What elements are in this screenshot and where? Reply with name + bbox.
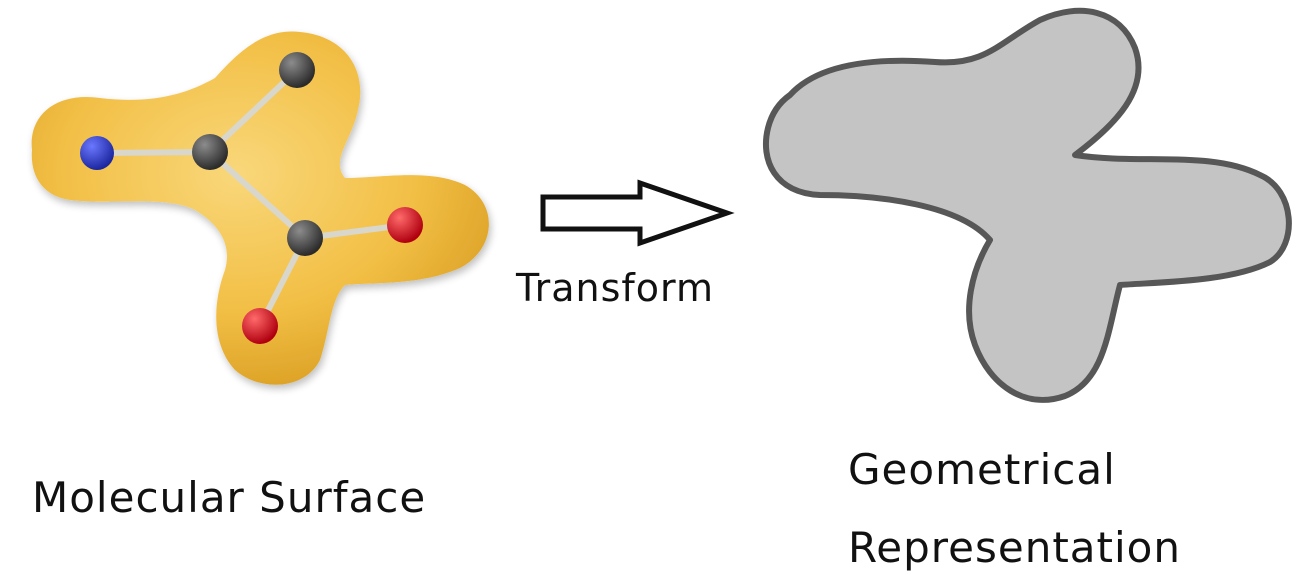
- atom-oxygen-1: [387, 207, 423, 243]
- geometrical-caption-line1: Geometrical: [848, 445, 1116, 494]
- atom-carbon-1: [192, 134, 228, 170]
- bond-c1-c3: [207, 149, 308, 241]
- molecular-surface-caption: Molecular Surface: [32, 473, 426, 522]
- atom-carbon-2: [279, 52, 315, 88]
- atom-nitrogen: [80, 136, 114, 170]
- bond-n-c1: [94, 149, 213, 156]
- transform-arrow: [540, 179, 735, 247]
- atom-oxygen-2: [242, 308, 278, 344]
- geometrical-caption-line2: Representation: [848, 523, 1181, 572]
- transform-label: Transform: [515, 266, 714, 310]
- molecular-surface-blob: [31, 31, 489, 385]
- transform-arrow-icon: [540, 179, 735, 247]
- bond-c1-c2: [207, 67, 300, 155]
- molecular-surface-illustration: [31, 31, 489, 385]
- geometrical-shape: [762, 7, 1292, 403]
- atom-carbon-3: [287, 220, 323, 256]
